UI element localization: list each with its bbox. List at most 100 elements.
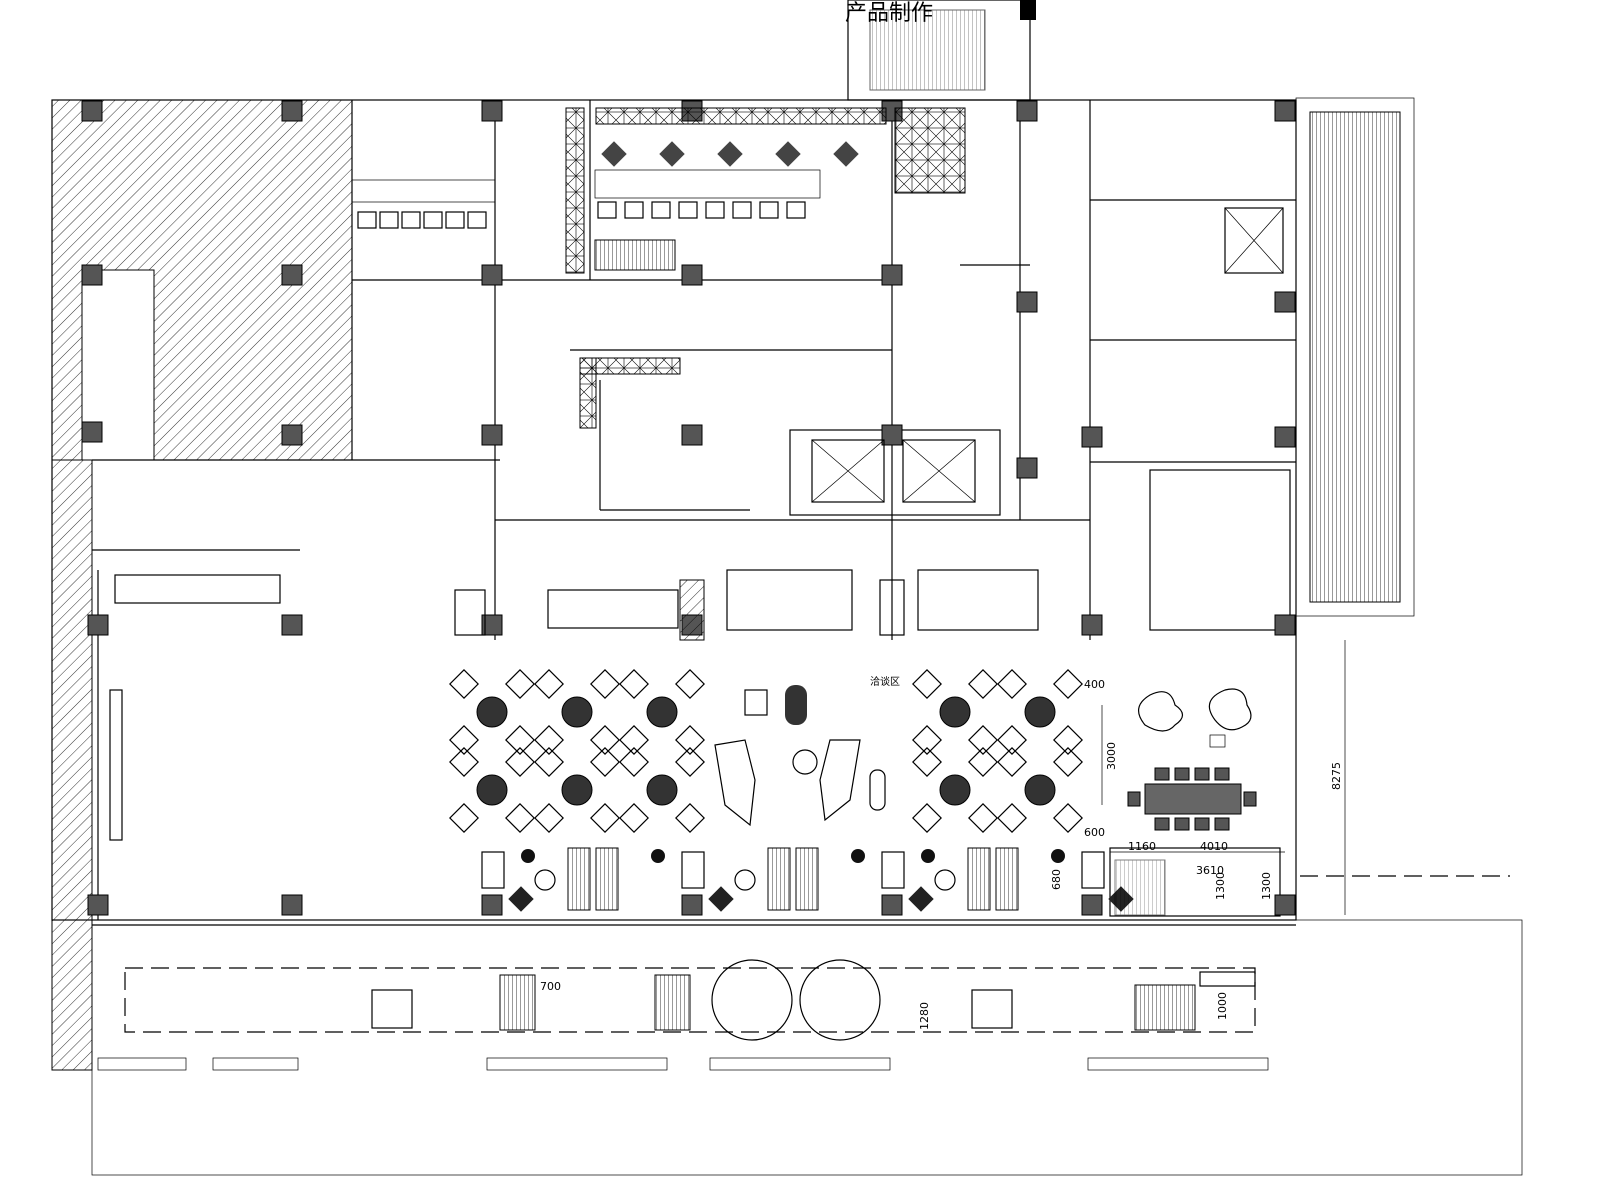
- chair: [786, 201, 806, 219]
- booth-bench: [995, 847, 1019, 911]
- chair: [449, 725, 479, 755]
- chair: [534, 747, 564, 777]
- armchair: [908, 886, 934, 912]
- chair: [590, 747, 620, 777]
- round-table: [939, 774, 971, 806]
- dim-400: 400: [1084, 678, 1105, 691]
- monitor: [775, 141, 801, 167]
- stair-bottom: [1114, 859, 1166, 916]
- round-table: [1024, 696, 1056, 728]
- chair: [445, 211, 465, 229]
- chair: [590, 803, 620, 833]
- booth-bench: [567, 847, 591, 911]
- lamp: [921, 849, 935, 863]
- booth-seating: [481, 847, 1134, 912]
- elevators: [811, 207, 1284, 503]
- dim-1000: 1000: [1216, 992, 1229, 1020]
- chair: [534, 803, 564, 833]
- chair: [732, 201, 752, 219]
- dim-600: 600: [1084, 826, 1105, 839]
- round-table: [646, 774, 678, 806]
- column: [1274, 894, 1296, 916]
- stair-top: [847, 0, 1036, 101]
- chair: [590, 669, 620, 699]
- dim-1160: 1160: [1128, 840, 1156, 853]
- chair: [997, 747, 1027, 777]
- column: [87, 894, 109, 916]
- column: [1081, 426, 1103, 448]
- dining-tables: [449, 669, 1083, 833]
- round-table: [561, 774, 593, 806]
- chair: [619, 669, 649, 699]
- chair: [505, 725, 535, 755]
- zone-label-negotiation: 洽谈区: [870, 675, 900, 688]
- planter: [681, 851, 705, 889]
- column: [1274, 100, 1296, 122]
- desk: [594, 169, 821, 199]
- chair: [675, 725, 705, 755]
- column: [81, 421, 103, 443]
- chair: [379, 211, 399, 229]
- round-table: [476, 774, 508, 806]
- chair: [619, 803, 649, 833]
- chair: [1214, 817, 1230, 831]
- chair: [590, 725, 620, 755]
- terrace: [91, 919, 1523, 1176]
- column: [81, 264, 103, 286]
- chair: [1214, 767, 1230, 781]
- chair: [968, 803, 998, 833]
- chair: [357, 211, 377, 229]
- column: [1274, 291, 1296, 313]
- side-table: [934, 869, 956, 891]
- workstations: [351, 141, 859, 229]
- booth-bench: [795, 847, 819, 911]
- chair: [912, 669, 942, 699]
- chair: [449, 747, 479, 777]
- chair: [968, 669, 998, 699]
- column: [1081, 614, 1103, 636]
- lamp: [651, 849, 665, 863]
- chair: [467, 211, 487, 229]
- chair: [1053, 725, 1083, 755]
- chair: [912, 725, 942, 755]
- dim-700: 700: [540, 980, 561, 993]
- chair: [1174, 767, 1190, 781]
- meeting-table: [1127, 688, 1257, 831]
- booth-bench: [767, 847, 791, 911]
- chair: [1053, 669, 1083, 699]
- monitor: [717, 141, 743, 167]
- lamp: [851, 849, 865, 863]
- dim-1300-b: 1300: [1260, 872, 1273, 900]
- column: [1274, 614, 1296, 636]
- dimension-lines: [1101, 640, 1510, 915]
- round-table: [1024, 774, 1056, 806]
- chair: [505, 803, 535, 833]
- chair: [675, 669, 705, 699]
- chair: [759, 201, 779, 219]
- column: [481, 264, 503, 286]
- booth-bench: [595, 847, 619, 911]
- column: [481, 614, 503, 636]
- dim-1300-a: 1300: [1214, 872, 1227, 900]
- chair: [1053, 803, 1083, 833]
- shelving: [565, 107, 966, 429]
- chair: [912, 747, 942, 777]
- planter: [1081, 851, 1105, 889]
- round-table: [646, 696, 678, 728]
- chair: [449, 803, 479, 833]
- column: [681, 894, 703, 916]
- lamp: [521, 849, 535, 863]
- chair: [675, 747, 705, 777]
- booth-bench: [967, 847, 991, 911]
- column: [481, 424, 503, 446]
- column: [87, 614, 109, 636]
- side-table: [534, 869, 556, 891]
- chair: [997, 725, 1027, 755]
- column: [881, 424, 903, 446]
- planter: [481, 851, 505, 889]
- chair: [505, 669, 535, 699]
- column: [281, 424, 303, 446]
- dim-680: 680: [1050, 869, 1063, 890]
- column: [481, 100, 503, 122]
